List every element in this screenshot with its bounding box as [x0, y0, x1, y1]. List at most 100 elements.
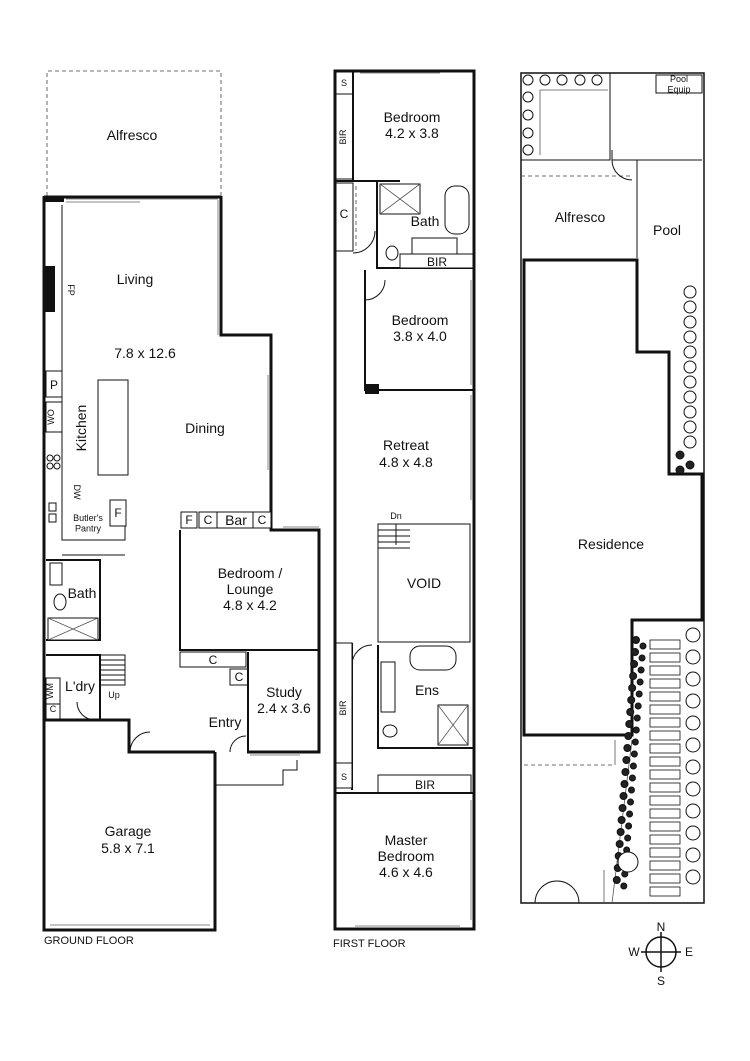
shrub-icon	[683, 285, 697, 299]
pool-gate-swing	[611, 159, 633, 181]
ground-floor-caption: GROUND FLOOR	[44, 935, 134, 947]
compass-e: E	[685, 945, 693, 959]
shrub-icon	[675, 465, 685, 475]
garden-step	[649, 704, 681, 715]
wo-label: WO	[46, 409, 56, 425]
wall-oven	[45, 401, 63, 433]
laundry-label: L'dry	[65, 678, 95, 694]
shrub-icon	[629, 672, 638, 680]
study-label: Study	[266, 684, 302, 700]
first-floor-caption: FIRST FLOOR	[333, 938, 406, 950]
alfresco-label: Alfresco	[107, 127, 158, 143]
master-bedroom-size: 4.6 x 4.6	[379, 864, 433, 880]
cooktop-icon	[46, 454, 61, 470]
kitchen-island	[97, 379, 129, 476]
pool-left-wall	[611, 150, 638, 258]
ff-bathtub	[444, 185, 470, 235]
ff-bath-label: Bath	[411, 213, 440, 229]
bar-cupboard-2	[252, 511, 272, 529]
ens-label: Ens	[415, 682, 439, 698]
gf-bath-label: Bath	[68, 585, 97, 601]
shrub-icon	[618, 804, 627, 812]
shrub-icon	[620, 780, 629, 788]
shrub-icon	[522, 91, 534, 103]
fp-label: FP	[66, 284, 76, 296]
shrub-icon	[624, 834, 632, 842]
garden-step	[649, 860, 681, 871]
toilet-icon	[53, 593, 67, 611]
shrub-icon	[632, 726, 640, 734]
shrub-icon	[623, 744, 632, 752]
garden-step	[649, 717, 681, 728]
ens-walls	[377, 645, 474, 749]
garden-step	[649, 873, 681, 884]
shrub-icon	[683, 435, 697, 449]
compass-n: N	[657, 920, 666, 934]
shrub-icon	[685, 715, 701, 731]
shrub-icon	[685, 627, 701, 643]
bath-vanity	[49, 562, 63, 586]
garden-step	[649, 886, 681, 897]
shrub-icon	[633, 714, 641, 722]
study-size: 2.4 x 3.6	[257, 700, 311, 716]
stairs-up-label: Up	[108, 690, 120, 700]
garden-step	[649, 639, 681, 650]
garden-step	[649, 743, 681, 754]
shrubs	[522, 74, 701, 890]
dw-label: DW	[72, 485, 82, 500]
site-garden-border	[521, 73, 611, 161]
shrub-icon	[627, 786, 635, 794]
shrub-icon	[616, 828, 625, 836]
shrub-icon	[637, 666, 645, 674]
shrub-icon	[685, 737, 701, 753]
shrub-icon	[683, 315, 697, 329]
bar-label: Bar	[225, 512, 247, 528]
gf-corner-block	[44, 196, 64, 202]
stairs-down	[378, 524, 410, 549]
void-outline	[377, 523, 471, 643]
garden-step	[649, 769, 681, 780]
shrub-icon	[683, 420, 697, 434]
shrub-icon	[685, 671, 701, 687]
laundry-c-label: C	[50, 704, 57, 714]
garden-step	[649, 678, 681, 689]
ens-vanity	[380, 661, 396, 713]
shrub-icon	[556, 74, 568, 86]
shrub-icon	[617, 851, 639, 873]
shrub-icon	[522, 144, 534, 156]
bedroom1-door-swing	[352, 230, 376, 254]
pool-equip-label-line: Pool	[670, 74, 688, 84]
bedroom2-label: Bedroom	[392, 312, 449, 328]
lounge-cupboard	[179, 651, 247, 668]
bedroom-lounge-size: 4.8 x 4.2	[223, 597, 277, 613]
garden-step	[649, 756, 681, 767]
shrub-icon	[631, 648, 640, 656]
garden-step	[649, 834, 681, 845]
garden-step	[649, 730, 681, 741]
bar-f-label: F	[185, 513, 192, 527]
ff-bir-master-label: BIR	[415, 778, 435, 792]
shrub-icon	[612, 876, 621, 884]
shrub-icon	[539, 74, 551, 86]
ff-c-label: C	[340, 207, 349, 221]
garden-step	[649, 782, 681, 793]
bedroom-lounge-label-line: Bedroom /	[218, 565, 283, 581]
shrub-icon	[631, 738, 639, 746]
ens-toilet	[382, 724, 398, 738]
fireplace-block	[45, 266, 55, 312]
ff-bir-top-label: BIR	[338, 129, 348, 145]
shrub-icon	[685, 869, 701, 885]
pantry-cupboard	[45, 370, 63, 398]
garage-size: 5.8 x 7.1	[101, 840, 155, 856]
void-label: VOID	[407, 575, 441, 591]
entry-label: Entry	[209, 714, 242, 730]
ff-s-top-label: S	[341, 78, 347, 88]
retreat-label: Retreat	[383, 437, 429, 453]
shrub-icon	[685, 460, 695, 470]
gf-east-wall	[219, 196, 321, 754]
garden-step	[649, 847, 681, 858]
shrub-icon	[627, 696, 636, 704]
